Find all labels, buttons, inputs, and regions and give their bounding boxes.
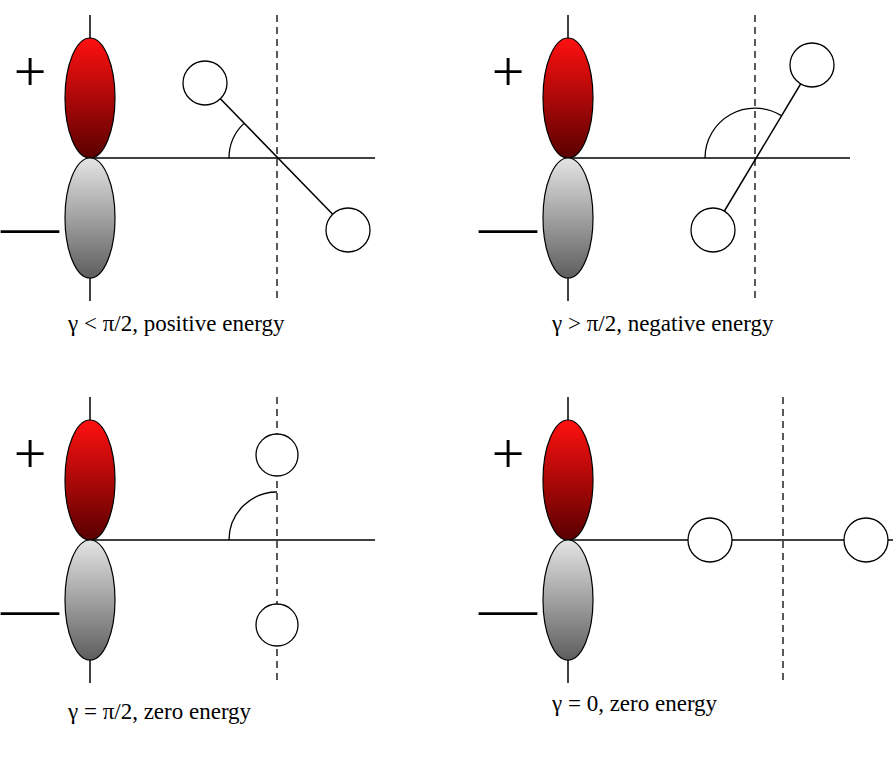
plus-sign: +	[492, 425, 525, 483]
plus-sign: +	[14, 43, 47, 101]
minus-sign: —	[479, 197, 537, 255]
plus-sign: +	[14, 425, 47, 483]
plus-sign: +	[492, 43, 525, 101]
caption: γ = 0, zero energy	[552, 692, 717, 715]
minus-sign: —	[1, 579, 59, 637]
panel	[543, 15, 850, 301]
minus-sign: —	[479, 579, 537, 637]
caption: γ < π/2, positive energy	[68, 312, 284, 335]
minus-sign: —	[1, 197, 59, 255]
caption: γ = π/2, zero energy	[68, 700, 251, 723]
panel	[543, 397, 893, 683]
caption: γ > π/2, negative energy	[552, 312, 773, 335]
panel	[65, 397, 375, 683]
panel	[65, 15, 375, 301]
